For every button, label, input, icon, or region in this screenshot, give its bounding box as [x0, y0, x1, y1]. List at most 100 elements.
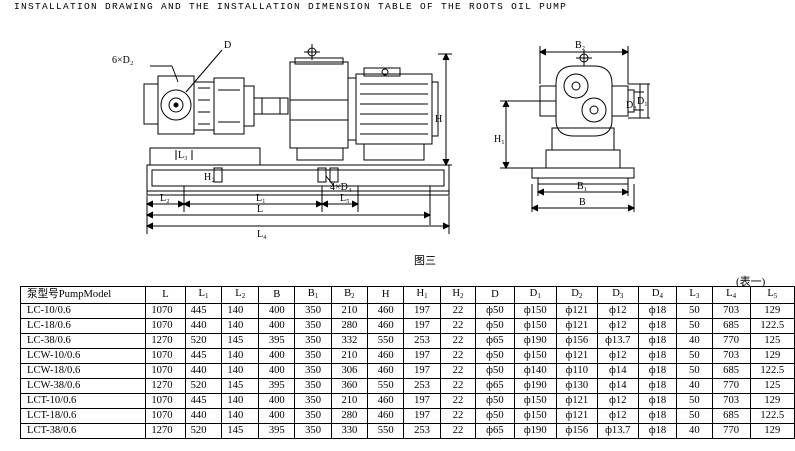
value-cell: 22 — [439, 363, 477, 379]
value-cell: ф12 — [596, 348, 639, 364]
column-header-main: B — [307, 288, 315, 299]
value-cell: ф18 — [637, 333, 678, 349]
column-header: D3 — [596, 286, 639, 304]
value-cell: 332 — [330, 333, 369, 349]
value-cell: 40 — [676, 333, 713, 349]
column-header-sub: 5 — [773, 292, 778, 300]
value-cell: 129 — [749, 423, 795, 439]
value-cell: ф65 — [475, 333, 515, 349]
value-cell: 22 — [439, 348, 477, 364]
installation-drawing: 6×D₂ D H L₃ H₂ 4×D₄ L₂ L₁ L₅ L L₄ B₂ D₃ … — [112, 40, 650, 240]
value-cell: 520 — [184, 378, 223, 394]
value-cell: 145 — [221, 378, 260, 394]
label-b1: B₁ — [577, 181, 587, 192]
label-d4: 4×D₄ — [330, 182, 352, 193]
label-l3: L₃ — [178, 150, 188, 161]
value-cell: 50 — [676, 318, 713, 334]
value-cell: ф121 — [555, 408, 598, 424]
model-cell: LCW-18/0.6 — [19, 363, 147, 379]
column-header: B1 — [294, 286, 332, 304]
value-cell: ф12 — [596, 303, 639, 319]
value-cell: 197 — [403, 393, 441, 409]
value-cell: 210 — [330, 348, 369, 364]
value-cell: 210 — [330, 303, 369, 319]
value-cell: ф190 — [513, 333, 557, 349]
model-cell: LC-10/0.6 — [19, 303, 147, 319]
value-cell: ф121 — [555, 318, 598, 334]
column-header: B2 — [330, 286, 369, 304]
front-view — [143, 44, 452, 234]
value-cell: 685 — [711, 408, 751, 424]
value-cell: 1070 — [145, 393, 186, 409]
value-cell: 350 — [294, 393, 332, 409]
value-cell: 460 — [367, 393, 405, 409]
value-cell: 22 — [439, 408, 477, 424]
value-cell: 22 — [439, 333, 477, 349]
value-cell: 22 — [439, 423, 477, 439]
column-header: H — [367, 286, 405, 304]
value-cell: 445 — [184, 393, 223, 409]
model-cell: LCW-10/0.6 — [19, 348, 147, 364]
value-cell: 350 — [294, 303, 332, 319]
value-cell: 253 — [403, 378, 441, 394]
model-cell: LCT-10/0.6 — [19, 393, 147, 409]
column-header-sub: 1 — [537, 292, 541, 300]
label-l4: L₄ — [257, 229, 267, 240]
label-b2: B₂ — [575, 40, 585, 51]
value-cell: 350 — [294, 363, 332, 379]
column-header-main: D — [491, 289, 499, 300]
value-cell: 350 — [294, 408, 332, 424]
value-cell: ф18 — [637, 408, 678, 424]
value-cell: 460 — [367, 363, 405, 379]
value-cell: 685 — [711, 318, 751, 334]
column-header-sub: 4 — [732, 292, 737, 300]
value-cell: 197 — [403, 363, 441, 379]
value-cell: 22 — [439, 393, 477, 409]
value-cell: 400 — [258, 363, 296, 379]
value-cell: ф190 — [513, 378, 557, 394]
value-cell: ф18 — [637, 393, 678, 409]
value-cell: 703 — [711, 393, 751, 409]
value-cell: 22 — [439, 378, 477, 394]
value-cell: 197 — [403, 318, 441, 334]
column-header-main: L — [689, 288, 696, 299]
label-h2: H₂ — [204, 172, 215, 183]
value-cell: 22 — [439, 303, 477, 319]
column-header-main: L — [235, 288, 242, 299]
label-b: B — [579, 197, 586, 208]
value-cell: 770 — [711, 423, 751, 439]
value-cell: 197 — [403, 348, 441, 364]
column-header: D1 — [513, 286, 557, 304]
value-cell: ф50 — [475, 393, 515, 409]
value-cell: ф140 — [513, 363, 557, 379]
column-header-main: 泵型号PumpModel — [27, 289, 112, 300]
value-cell: 440 — [184, 318, 223, 334]
value-cell: 520 — [184, 423, 223, 439]
value-cell: 350 — [294, 333, 332, 349]
value-cell: 122.5 — [749, 408, 795, 424]
column-header-main: L — [767, 288, 774, 299]
column-header: L2 — [221, 286, 260, 304]
value-cell: 550 — [367, 378, 405, 394]
value-cell: ф13.7 — [596, 423, 639, 439]
value-cell: ф190 — [513, 423, 557, 439]
value-cell: ф50 — [475, 348, 515, 364]
column-header-sub: 2 — [351, 292, 355, 300]
value-cell: 145 — [221, 333, 260, 349]
value-cell: 350 — [294, 378, 332, 394]
value-cell: 140 — [221, 303, 260, 319]
label-h: H — [435, 114, 442, 125]
value-cell: ф14 — [596, 363, 639, 379]
column-header-sub: 1 — [204, 292, 209, 300]
value-cell: 140 — [221, 318, 260, 334]
value-cell: 140 — [221, 393, 260, 409]
model-cell: LC-38/0.6 — [19, 333, 147, 349]
value-cell: 140 — [221, 363, 260, 379]
label-l2: L₂ — [160, 193, 170, 204]
value-cell: 770 — [711, 378, 751, 394]
value-cell: 440 — [184, 363, 223, 379]
value-cell: ф50 — [475, 303, 515, 319]
